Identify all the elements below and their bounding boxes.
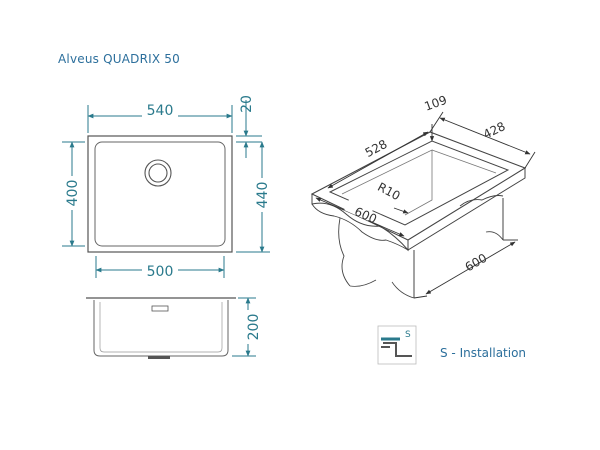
sink-top-view: 540 20 400 440 500 <box>62 95 271 280</box>
drain-outer-icon <box>144 159 172 187</box>
dim-width-inner: 500 <box>147 264 174 280</box>
product-title: Alveus QUADRIX 50 <box>58 52 180 66</box>
cabinet-isometric-view: 428 109 528 R10 600 600 <box>310 93 536 299</box>
dim-height-outer: 400 <box>65 180 81 207</box>
dim-line-428 <box>439 117 531 155</box>
sink-outer-rim <box>87 135 233 253</box>
drain-outlet-icon <box>148 356 170 359</box>
drain-inner-icon <box>148 163 168 183</box>
dim-width-outer: 540 <box>147 103 174 119</box>
dim-height-total: 440 <box>255 182 271 209</box>
dim-rim: 20 <box>239 95 255 113</box>
dim-depth: 200 <box>246 314 262 341</box>
dim-line-600-side <box>425 241 516 295</box>
dim-cabinet-depth: 109 <box>422 93 448 114</box>
overflow-slot-icon <box>151 305 169 312</box>
install-badge-label: S <box>405 330 411 340</box>
dim-line-r10 <box>393 207 409 214</box>
dim-radius: R10 <box>375 180 402 203</box>
dim-cabinet-length-b: 428 <box>481 119 508 142</box>
s-installation-icon: S <box>377 325 417 365</box>
sink-bowl <box>94 141 226 247</box>
sink-side-view: 200 <box>86 297 262 359</box>
bowl-profile <box>93 300 229 357</box>
dim-cabinet-length-a: 528 <box>363 137 390 160</box>
installation-caption: S - Installation <box>440 346 527 360</box>
dim-cabinet-width-side: 600 <box>463 251 490 275</box>
dim-line-528 <box>327 131 429 189</box>
